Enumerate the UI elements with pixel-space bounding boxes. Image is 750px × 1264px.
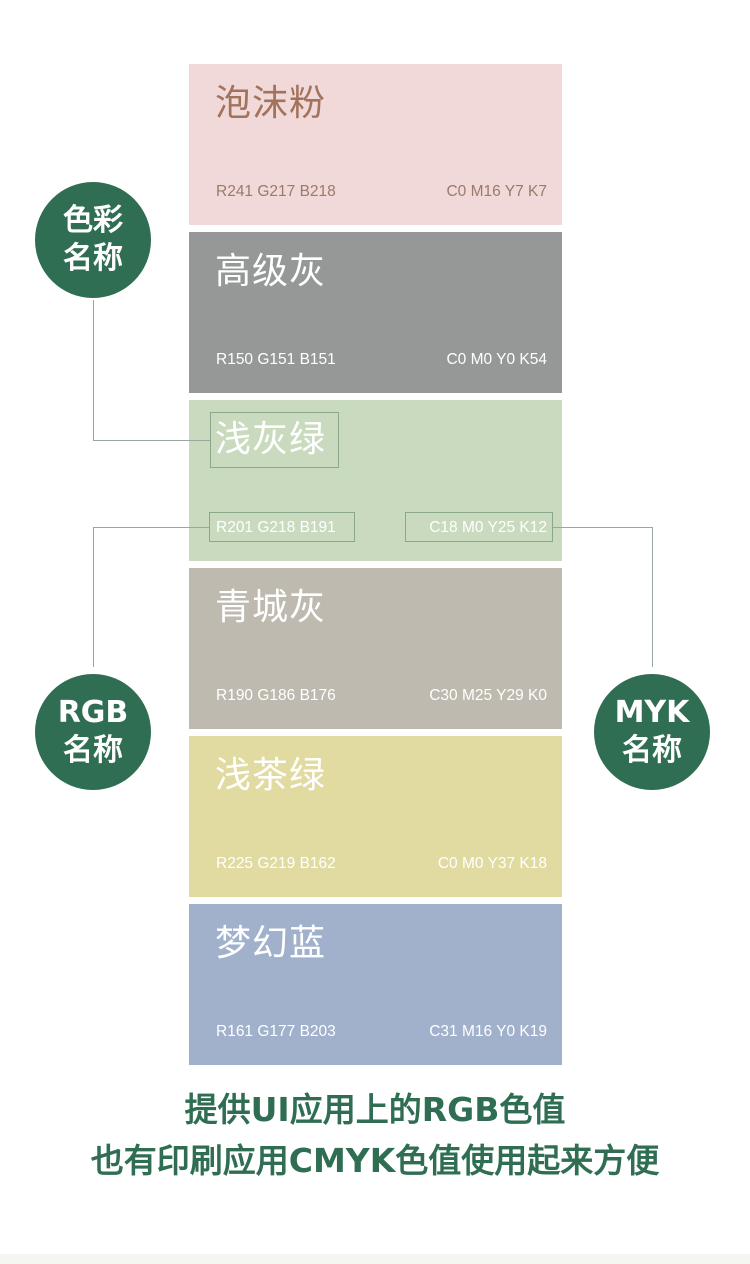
- color-name-badge: 色彩 名称: [35, 182, 151, 298]
- color-swatch: 梦幻蓝 R161 G177 B203 C31 M16 Y0 K19: [189, 904, 562, 1065]
- swatch-rgb-value: R201 G218 B191: [216, 519, 336, 536]
- rgb-name-badge-line2: 名称: [63, 733, 123, 768]
- swatch-color-name: 梦幻蓝: [215, 923, 327, 964]
- cmyk-name-badge: MYK 名称: [594, 674, 710, 790]
- color-swatch: 浅灰绿 R201 G218 B191 C18 M0 Y25 K12: [189, 400, 562, 561]
- caption-line-2: 也有印刷应用CMYK色值使用起来方便: [90, 1141, 660, 1180]
- rgb-highlight: [209, 512, 355, 542]
- bottom-strip: [0, 1254, 750, 1264]
- swatch-rgb-value: R190 G186 B176: [216, 687, 336, 704]
- color-name-badge-line2: 名称: [63, 241, 123, 276]
- swatch-color-name: 高级灰: [215, 251, 327, 292]
- swatch-rgb-value: R150 G151 B151: [216, 351, 336, 368]
- swatch-cmyk-value: C18 M0 Y25 K12: [429, 519, 547, 536]
- swatch-rgb-value: R161 G177 B203: [216, 1023, 336, 1040]
- swatch-color-name: 青城灰: [215, 587, 327, 628]
- swatch-rgb-value: R225 G219 B162: [216, 855, 336, 872]
- swatch-cmyk-value: C0 M0 Y0 K54: [446, 351, 547, 368]
- swatch-color-name: 浅茶绿: [215, 755, 327, 796]
- rgb-name-badge: RGB 名称: [35, 674, 151, 790]
- connector-cmyk-vertical: [652, 527, 653, 667]
- color-swatch: 青城灰 R190 G186 B176 C30 M25 Y29 K0: [189, 568, 562, 729]
- caption-line-1: 提供UI应用上的RGB色值: [184, 1090, 566, 1129]
- cmyk-name-badge-line1: MYK: [614, 695, 690, 730]
- connector-color-name-vertical: [93, 300, 94, 440]
- swatch-cmyk-value: C0 M0 Y37 K18: [437, 855, 547, 872]
- connector-cmyk-horizontal: [553, 527, 652, 528]
- color-swatch: 泡沫粉 R241 G217 B218 C0 M16 Y7 K7: [189, 64, 562, 225]
- swatch-color-name: 泡沫粉: [215, 83, 327, 124]
- swatch-cmyk-value: C31 M16 Y0 K19: [429, 1023, 547, 1040]
- connector-color-name-horizontal: [93, 440, 210, 441]
- swatch-cmyk-value: C0 M16 Y7 K7: [446, 183, 547, 200]
- swatch-rgb-value: R241 G217 B218: [216, 183, 336, 200]
- color-swatch: 浅茶绿 R225 G219 B162 C0 M0 Y37 K18: [189, 736, 562, 897]
- swatch-cmyk-value: C30 M25 Y29 K0: [429, 687, 547, 704]
- cmyk-highlight: [405, 512, 553, 542]
- color-name-highlight: [210, 412, 339, 468]
- color-name-badge-line1: 色彩: [63, 203, 123, 238]
- connector-rgb-horizontal: [93, 527, 209, 528]
- rgb-name-badge-line1: RGB: [57, 695, 129, 730]
- cmyk-name-badge-line2: 名称: [622, 733, 682, 768]
- connector-rgb-vertical: [93, 527, 94, 667]
- color-swatch: 高级灰 R150 G151 B151 C0 M0 Y0 K54: [189, 232, 562, 393]
- swatch-color-name: 浅灰绿: [215, 419, 327, 460]
